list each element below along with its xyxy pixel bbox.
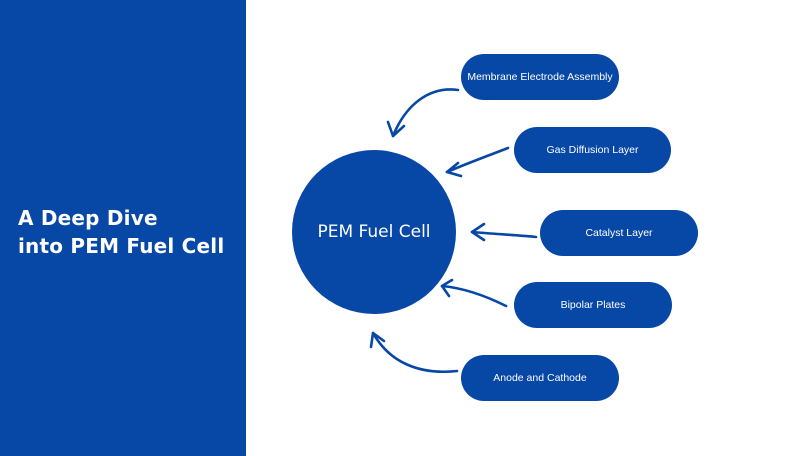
arrow-gas-diffusion-layer: [445, 146, 510, 174]
component-label: Catalyst Layer: [585, 227, 653, 239]
component-anode-and-cathode: Anode and Cathode: [461, 355, 619, 401]
arrow-catalyst-layer: [470, 230, 538, 239]
hub-label: PEM Fuel Cell: [317, 222, 431, 242]
title-panel: A Deep Dive into PEM Fuel Cell: [0, 0, 246, 456]
arrow-bipolar-plates: [440, 284, 508, 308]
component-label: Membrane Electrode Assembly: [467, 71, 613, 83]
component-label: Bipolar Plates: [560, 299, 626, 311]
pem-fuel-cell-hub: PEM Fuel Cell: [292, 150, 456, 314]
arrow-anode-and-cathode: [371, 331, 459, 373]
arrowhead-gas-diffusion-layer: [445, 161, 463, 178]
component-bipolar-plates: Bipolar Plates: [514, 282, 672, 328]
slide-title-line-1: A Deep Dive: [18, 206, 158, 230]
arrowhead-membrane-electrode-assembly: [386, 120, 406, 138]
component-label: Anode and Cathode: [493, 372, 587, 384]
component-catalyst-layer: Catalyst Layer: [540, 210, 698, 256]
arrowhead-catalyst-layer: [470, 222, 486, 242]
arrow-membrane-electrode-assembly: [391, 88, 460, 138]
slide-title: A Deep Dive into PEM Fuel Cell: [18, 204, 224, 260]
arrowhead-anode-and-cathode: [369, 331, 386, 349]
component-gas-diffusion-layer: Gas Diffusion Layer: [514, 127, 671, 173]
component-label: Gas Diffusion Layer: [546, 144, 639, 156]
component-membrane-electrode-assembly: Membrane Electrode Assembly: [461, 54, 619, 100]
slide-title-line-2: into PEM Fuel Cell: [18, 234, 225, 258]
arrowhead-bipolar-plates: [440, 278, 454, 298]
